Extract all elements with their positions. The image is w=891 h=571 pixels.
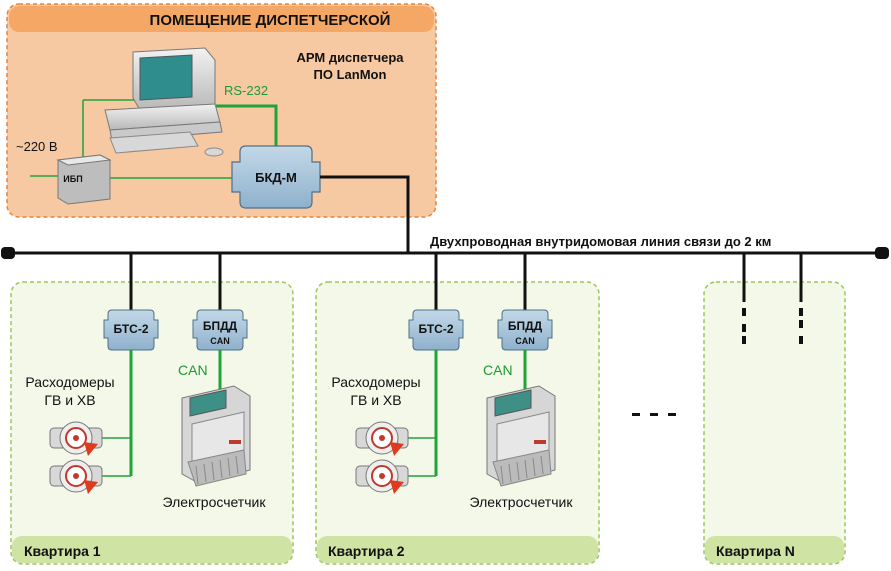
apartment-2-panel: Квартира 2 БТС-2 БПДД CAN CAN Расходомер…: [315, 253, 600, 565]
bpdd-module: БПДД CAN: [497, 309, 553, 351]
bpdd-module: БПДД CAN: [192, 309, 248, 351]
rs232-label: RS-232: [224, 83, 268, 98]
can-label: CAN: [483, 362, 513, 378]
bts-2-label: БТС-2: [114, 322, 149, 336]
computer-icon: [104, 47, 224, 157]
apartment-1-panel: Квартира 1 БТС-2 БПДД CAN CAN Расходомер…: [10, 253, 294, 565]
voltage-label: ~220 В: [16, 139, 58, 154]
can-label: CAN: [178, 362, 208, 378]
electricity-meter-icon: [486, 385, 556, 487]
ellipsis-dashes: [632, 413, 676, 416]
flowmeter-icon: [355, 459, 409, 494]
flowmeters-label-line1: Расходомеры: [25, 374, 114, 390]
ups-label: ИБП: [63, 174, 82, 184]
control-room-title: ПОМЕЩЕНИЕ ДИСПЕТЧЕРСКОЙ: [150, 11, 391, 29]
bus-label: Двухпроводная внутридомовая линия связи …: [430, 234, 771, 249]
apartment-1-title: Квартира 1: [24, 543, 101, 559]
bkd-m-module: БКД-М: [231, 145, 321, 209]
flowmeter-icon: [49, 421, 103, 456]
bts-2-module: БТС-2: [408, 309, 464, 351]
flowmeter-icon: [355, 421, 409, 456]
meter-label: Электросчетчик: [163, 494, 267, 510]
bpdd-can-label: CAN: [515, 336, 535, 346]
flowmeters-label-line2: ГВ и ХВ: [350, 392, 401, 408]
bpdd-label: БПДД: [203, 319, 238, 333]
main-bus-line: Двухпроводная внутридомовая линия связи …: [1, 234, 889, 259]
apartment-n-title: Квартира N: [716, 543, 795, 559]
bpdd-can-label: CAN: [210, 336, 230, 346]
control-room-panel: ПОМЕЩЕНИЕ ДИСПЕТЧЕРСКОЙ АРМ диспетчера П…: [6, 3, 437, 218]
flowmeters-label-line2: ГВ и ХВ: [44, 392, 95, 408]
apartment-n-panel: Квартира N: [703, 253, 846, 565]
flowmeters-label-line1: Расходомеры: [331, 374, 420, 390]
electricity-meter-icon: [181, 385, 251, 487]
arm-label-line1: АРМ диспетчера: [296, 50, 404, 65]
apartment-2-title: Квартира 2: [328, 543, 405, 559]
ups-icon: ИБП: [56, 154, 112, 205]
meter-label: Электросчетчик: [470, 494, 574, 510]
bts-2-label: БТС-2: [419, 322, 454, 336]
bts-2-module: БТС-2: [103, 309, 159, 351]
flowmeter-icon: [49, 459, 103, 494]
bpdd-label: БПДД: [508, 319, 543, 333]
bkd-m-label: БКД-М: [255, 170, 297, 185]
arm-label-line2: ПО LanMon: [314, 67, 387, 82]
